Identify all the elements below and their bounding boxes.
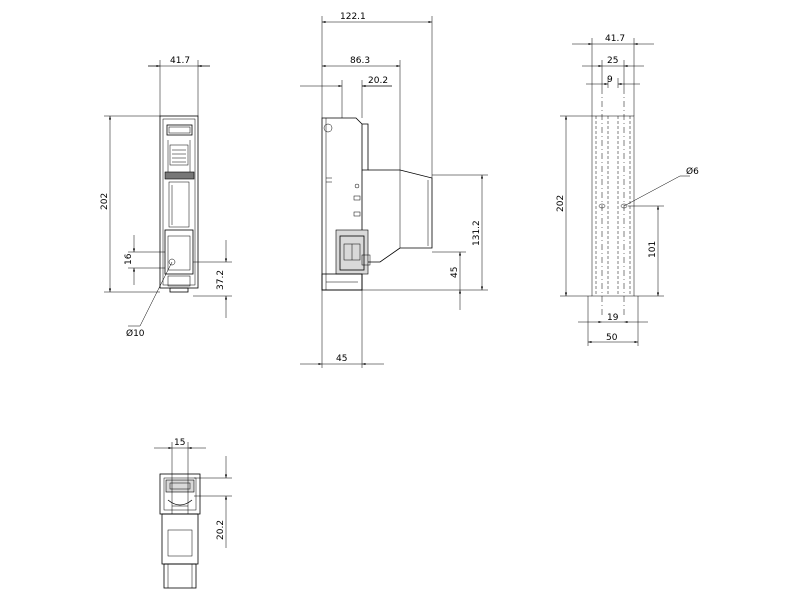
front-dim-16: 16 <box>124 253 134 265</box>
bottom-height-20: 20.2 <box>216 520 226 540</box>
rail-hole-label: Ø6 <box>686 166 699 177</box>
rail-width-25: 25 <box>607 56 618 66</box>
rail-height-101: 101 <box>648 241 658 258</box>
rail-width-19: 19 <box>607 313 619 323</box>
bottom-view: 15 20.2 <box>154 438 232 589</box>
side-height-45: 45 <box>450 267 460 278</box>
side-depth-86: 86.3 <box>350 56 370 66</box>
rail-height-202: 202 <box>556 195 566 212</box>
side-depth-20: 20.2 <box>368 76 388 86</box>
front-hole-label: Ø10 <box>126 328 145 339</box>
rail-width-41: 41.7 <box>605 34 625 44</box>
side-base-45: 45 <box>336 354 347 364</box>
front-width-label: 41.7 <box>170 56 190 66</box>
side-view: 122.1 86.3 20.2 131.2 45 45 <box>300 12 488 368</box>
front-dim-37-2: 37.2 <box>216 270 226 290</box>
front-height-label: 202 <box>100 193 110 210</box>
front-view: 41.7 202 16 37.2 Ø10 <box>100 56 232 339</box>
side-height-131: 131.2 <box>472 220 482 246</box>
rail-view: 41.7 25 9 Ø6 202 101 19 <box>556 34 699 346</box>
side-depth-122: 122.1 <box>340 12 366 22</box>
rail-width-9: 9 <box>607 75 613 85</box>
bottom-width-15: 15 <box>174 438 185 448</box>
rail-width-50: 50 <box>606 333 618 343</box>
